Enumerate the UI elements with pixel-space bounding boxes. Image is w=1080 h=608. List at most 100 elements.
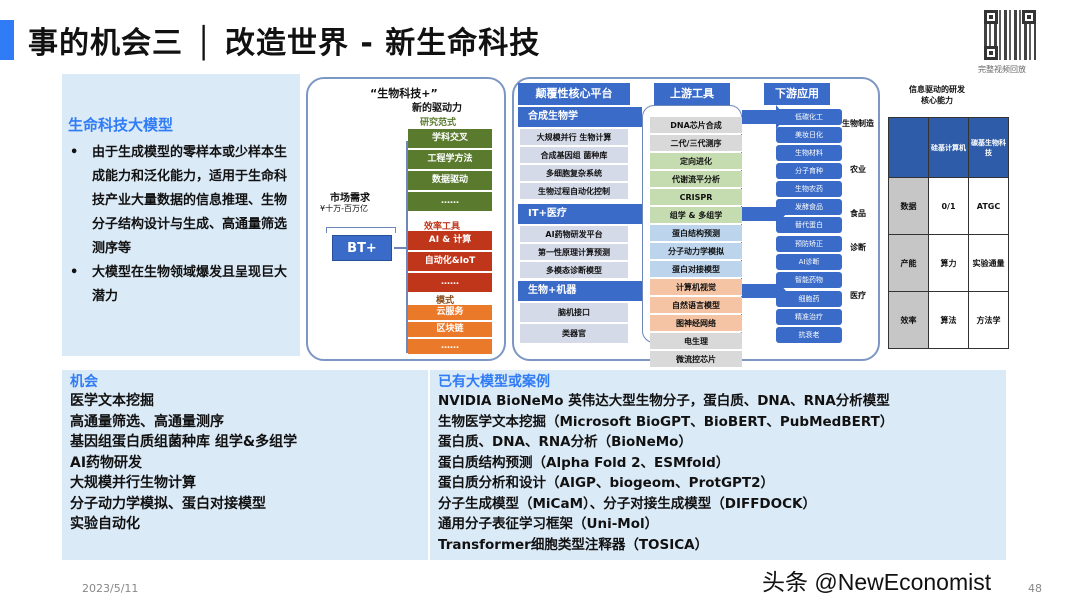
efficiency-tools-stack: AI & 计算 自动化&IoT …… (408, 231, 492, 294)
platform-diagram: 颠覆性核心平台 上游工具 下游应用 合成生物学 大规模并行 生物计算 合成基因组… (512, 77, 880, 368)
qr-corner (984, 46, 998, 60)
bt-plus-diagram: “生物科技+” 新的驱动力 市场需求 ¥十万-百万亿 BT+ 研究范式 学科交叉… (306, 77, 506, 361)
upstream-item: 电生理 (650, 333, 742, 350)
header-cell: 硅基计算机 (928, 117, 969, 178)
market-value: ¥十万-百万亿 (320, 204, 368, 213)
stack-item: 学科交叉 (408, 129, 492, 148)
downstream-item: 细胞药 (776, 291, 842, 307)
sector-label: 医疗 (850, 291, 866, 300)
upstream-item: 蛋白对接模型 (650, 261, 742, 278)
table-cell: ATGC (968, 177, 1009, 235)
brace (326, 227, 396, 233)
table-title: 信息驱动的研发核心能力 (909, 85, 965, 105)
downstream-item: 精准治疗 (776, 309, 842, 325)
arrow-right-icon (742, 105, 786, 129)
header-cell: 碳基生物科技 (968, 117, 1009, 178)
band-bio-machine: 生物+机器 (518, 281, 642, 301)
stack-item: AI & 计算 (408, 231, 492, 250)
stack-item: …… (408, 273, 492, 292)
sector-label: 诊断 (850, 243, 866, 252)
sector-label: 生物制造 (842, 119, 874, 128)
upstream-header: 上游工具 (654, 83, 730, 105)
stack-item: 区块链 (408, 322, 492, 337)
stack-item: …… (408, 192, 492, 211)
table-cell: 方法学 (968, 291, 1009, 349)
qr-corner (1022, 10, 1036, 24)
research-paradigm-stack: 学科交叉 工程学方法 数据驱动 …… (408, 129, 492, 213)
qr-code[interactable] (982, 8, 1038, 62)
downstream-item: 替代蛋白 (776, 217, 842, 233)
page-title: 事的机会三 │ 改造世界 - 新生命科技 (28, 26, 541, 61)
downstream-item: 生物材料 (776, 145, 842, 161)
upstream-item: 图神经网络 (650, 315, 742, 332)
table-row: 效率 算法 方法学 (888, 291, 1009, 349)
bullet-item: 大模型在生物领域爆发且呈现巨大潜力 (68, 261, 294, 309)
downstream-item: 生物农药 (776, 181, 842, 197)
opportunities-panel: 机会 医学文本挖掘 高通量筛选、高通量测序 基因组蛋白质组菌种库 组学&多组学 … (62, 370, 428, 560)
row-label: 效率 (888, 291, 929, 349)
table-header-row: 硅基计算机 碳基生物科技 (888, 117, 1009, 178)
diagram-title: “生物科技+” (370, 87, 438, 100)
case-item: 通用分子表征学习框架（Uni-Mol） (438, 516, 659, 532)
downstream-item: 抗衰老 (776, 327, 842, 343)
table-cell: 实验通量 (968, 234, 1009, 292)
downstream-item: 分子育种 (776, 163, 842, 179)
bullet-list: 由于生成模型的零样本或少样本生成能力和泛化能力，适用于生命科技产业大量数据的信息… (68, 141, 294, 309)
core-cell: 脑机接口 (520, 303, 628, 323)
upstream-item: 微流控芯片 (650, 351, 742, 368)
core-platform-header: 颠覆性核心平台 (518, 83, 630, 105)
group-label: 模式 (436, 296, 455, 306)
opportunity-item: 大规模并行生物计算 (70, 475, 196, 491)
core-cell: 大规模并行 生物计算 (520, 129, 628, 146)
band-synthetic-biology: 合成生物学 (518, 107, 642, 127)
core-cell: 生物过程自动化控制 (520, 183, 628, 200)
stack-item: 数据驱动 (408, 171, 492, 190)
downstream-item: AI诊断 (776, 254, 842, 270)
opportunity-item: 实验自动化 (70, 516, 140, 532)
market-label: 市场需求 (330, 193, 370, 204)
qr-caption: 完整视频回放 (978, 65, 1026, 74)
core-cell: 第一性原理计算预测 (520, 244, 628, 261)
case-item: 生物医学文本挖掘（Microsoft BioGPT、BioBERT、PubMed… (438, 413, 894, 430)
case-item: NVIDIA BioNeMo 英伟达大型生物分子，蛋白质、DNA、RNA分析模型 (438, 393, 890, 409)
row-label: 数据 (888, 177, 929, 235)
page-number: 48 (1028, 582, 1042, 595)
case-item: 分子生成模型（MiCaM）、分子对接生成模型（DIFFDOCK） (438, 495, 816, 512)
life-science-model-panel: 生命科技大模型 由于生成模型的零样本或少样本生成能力和泛化能力，适用于生命科技产… (62, 74, 300, 356)
downstream-header: 下游应用 (764, 83, 830, 105)
case-item: 蛋白质结构预测（Alpha Fold 2、ESMfold） (438, 454, 730, 471)
upstream-item: 代谢流平分析 (650, 171, 742, 188)
table-row: 产能 算力 实验通量 (888, 234, 1009, 292)
upstream-item: 分子动力学模拟 (650, 243, 742, 260)
opportunity-item: 医学文本挖掘 (70, 393, 154, 409)
upstream-item: 计算机视觉 (650, 279, 742, 296)
sector-label: 食品 (850, 209, 866, 218)
core-cell: 类器官 (520, 324, 628, 344)
arrow-right-icon (742, 279, 786, 303)
header-cell (888, 117, 929, 178)
downstream-item: 预防矫正 (776, 236, 842, 252)
title-accent-bar (0, 20, 14, 60)
connector-line (406, 141, 408, 353)
stack-item: 云服务 (408, 305, 492, 320)
downstream-item: 美妆日化 (776, 127, 842, 143)
cases-heading: 已有大模型或案例 (438, 374, 550, 390)
row-label: 产能 (888, 234, 929, 292)
core-cell: 多模态诊断模型 (520, 262, 628, 279)
capability-table: 硅基计算机 碳基生物科技 数据 0/1 ATGC 产能 算力 实验通量 效率 算… (888, 117, 1009, 349)
band-it-medical: IT+医疗 (518, 204, 642, 224)
table-cell: 算力 (928, 234, 969, 292)
upstream-item: 蛋白结构预测 (650, 225, 742, 242)
cases-panel: 已有大模型或案例 NVIDIA BioNeMo 英伟达大型生物分子，蛋白质、DN… (430, 370, 1006, 560)
upstream-item: DNA芯片合成 (650, 117, 742, 134)
table-row: 数据 0/1 ATGC (888, 177, 1009, 235)
group-label: 效率工具 (424, 222, 461, 232)
case-item: Transformer细胞类型注释器（TOSICA） (438, 536, 709, 553)
stack-item: 工程学方法 (408, 150, 492, 169)
bullet-item: 由于生成模型的零样本或少样本生成能力和泛化能力，适用于生命科技产业大量数据的信息… (68, 141, 294, 261)
sector-label: 农业 (850, 165, 866, 174)
downstream-item: 发酵食品 (776, 199, 842, 215)
arrow-right-icon (742, 202, 786, 226)
connector-line (394, 247, 406, 249)
downstream-item: 低碳化工 (776, 109, 842, 125)
